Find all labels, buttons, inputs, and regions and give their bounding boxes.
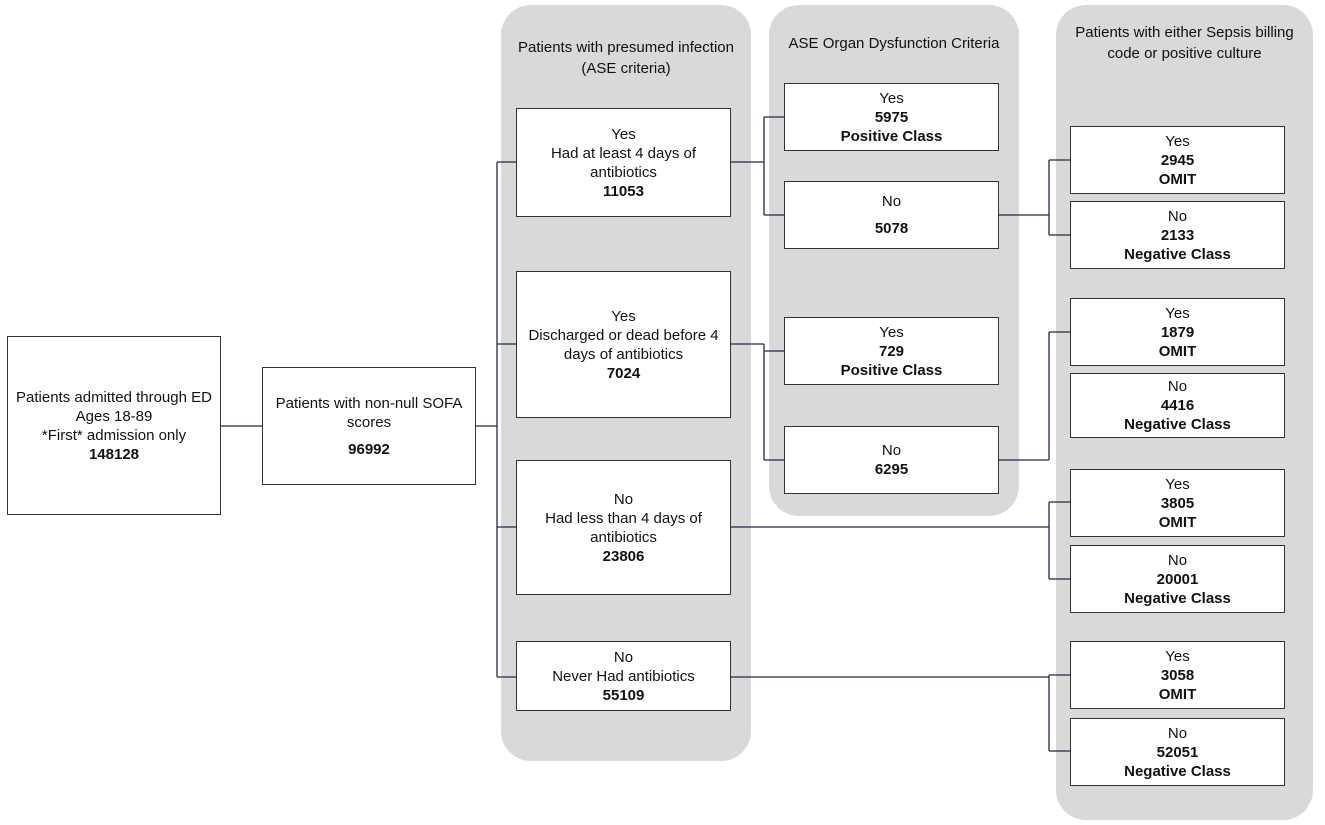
ase-node-3: No Had less than 4 days of antibiotics 2… [516, 460, 731, 595]
organ-node-4: No 6295 [784, 426, 999, 494]
organ-count: 5078 [874, 220, 909, 237]
sepsis-node-6: No 20001 Negative Class [1070, 545, 1285, 613]
sepsis-node-1: Yes 2945 OMIT [1070, 126, 1285, 194]
organ-answer: No [881, 193, 902, 210]
ase-answer: No [613, 490, 634, 508]
root-line-2: Ages 18-89 [75, 407, 153, 425]
sepsis-node-8: No 52051 Negative Class [1070, 718, 1285, 786]
sepsis-count: 3805 [1160, 494, 1195, 512]
sepsis-answer: Yes [1165, 647, 1190, 665]
sepsis-count: 1879 [1160, 323, 1195, 341]
ase-answer: Yes [611, 125, 636, 143]
ase-count: 11053 [603, 182, 644, 200]
sofa-label: Patients with non-null SOFA scores [275, 394, 463, 431]
ase-node-4: No Never Had antibiotics 55109 [516, 641, 731, 711]
sepsis-class: OMIT [1158, 170, 1197, 188]
presumed-infection-title: Patients with presumed infection (ASE cr… [518, 39, 734, 77]
root-node: Patients admitted through ED Ages 18-89 … [7, 336, 221, 515]
ase-node-2: Yes Discharged or dead before 4 days of … [516, 271, 731, 418]
ase-description: Never Had antibiotics [552, 667, 695, 685]
sepsis-answer: No [1167, 551, 1188, 569]
root-count: 148128 [88, 445, 140, 463]
sepsis-count: 4416 [1160, 397, 1195, 414]
connector-organ2-sepsis [999, 159, 1070, 236]
sepsis-class: Negative Class [1124, 416, 1231, 433]
sepsis-class: Negative Class [1124, 589, 1231, 607]
organ-node-2: No 5078 [784, 181, 999, 249]
sofa-count: 96992 [348, 440, 390, 458]
sepsis-answer: Yes [1165, 304, 1190, 322]
organ-node-1: Yes 5975 Positive Class [784, 83, 999, 151]
organ-count: 729 [878, 342, 905, 360]
sepsis-class: OMIT [1158, 685, 1197, 703]
ase-count: 55109 [602, 686, 645, 704]
sepsis-count: 2945 [1160, 151, 1195, 169]
connector-ase3-sepsis [731, 501, 1070, 580]
sepsis-count: 20001 [1156, 570, 1199, 588]
organ-dysfunction-title: ASE Organ Dysfunction Criteria [788, 35, 1000, 52]
organ-answer: No [881, 442, 902, 459]
organ-class: Positive Class [840, 361, 943, 379]
organ-class: Positive Class [840, 127, 943, 145]
organ-count: 6295 [874, 461, 909, 478]
root-line-3: *First* admission only [41, 426, 187, 444]
ase-description: Had less than 4 days of antibiotics [545, 509, 702, 546]
ase-count: 7024 [606, 364, 641, 382]
ase-description: Discharged or dead before 4 days of anti… [528, 326, 719, 363]
ase-answer: No [613, 648, 634, 666]
sepsis-title: Patients with either Sepsis billing code… [1075, 24, 1294, 62]
sepsis-class: OMIT [1158, 513, 1197, 531]
sepsis-answer: Yes [1165, 132, 1190, 150]
sepsis-answer: Yes [1165, 475, 1190, 493]
ase-node-1: Yes Had at least 4 days of antibiotics 1… [516, 108, 731, 217]
sepsis-class: Negative Class [1124, 245, 1231, 263]
sepsis-answer: No [1167, 207, 1188, 225]
organ-answer: Yes [879, 323, 904, 341]
ase-count: 23806 [602, 547, 645, 565]
connector-ase2-organ [731, 343, 784, 461]
organ-node-3: Yes 729 Positive Class [784, 317, 999, 385]
sepsis-class: Negative Class [1124, 762, 1231, 780]
sepsis-answer: No [1167, 378, 1188, 395]
ase-answer: Yes [611, 307, 636, 325]
organ-count: 5975 [874, 108, 909, 126]
connector-ase4-sepsis [731, 674, 1070, 752]
sepsis-class: OMIT [1158, 342, 1197, 360]
sepsis-node-4: No 4416 Negative Class [1070, 373, 1285, 438]
sepsis-node-5: Yes 3805 OMIT [1070, 469, 1285, 537]
sofa-node: Patients with non-null SOFA scores 96992 [262, 367, 476, 485]
connector-organ4-sepsis [999, 331, 1070, 461]
sepsis-count: 3058 [1160, 666, 1195, 684]
organ-answer: Yes [879, 89, 904, 107]
sepsis-answer: No [1167, 724, 1188, 742]
sepsis-count: 52051 [1156, 743, 1199, 761]
connector-sofa-trunk [476, 161, 516, 678]
sepsis-count: 2133 [1160, 226, 1195, 244]
connector-ase1-organ [731, 116, 784, 216]
ase-description: Had at least 4 days of antibiotics [550, 144, 697, 181]
sepsis-node-7: Yes 3058 OMIT [1070, 641, 1285, 709]
sepsis-node-2: No 2133 Negative Class [1070, 201, 1285, 269]
root-line-1: Patients admitted through ED [16, 388, 212, 406]
sepsis-node-3: Yes 1879 OMIT [1070, 298, 1285, 366]
